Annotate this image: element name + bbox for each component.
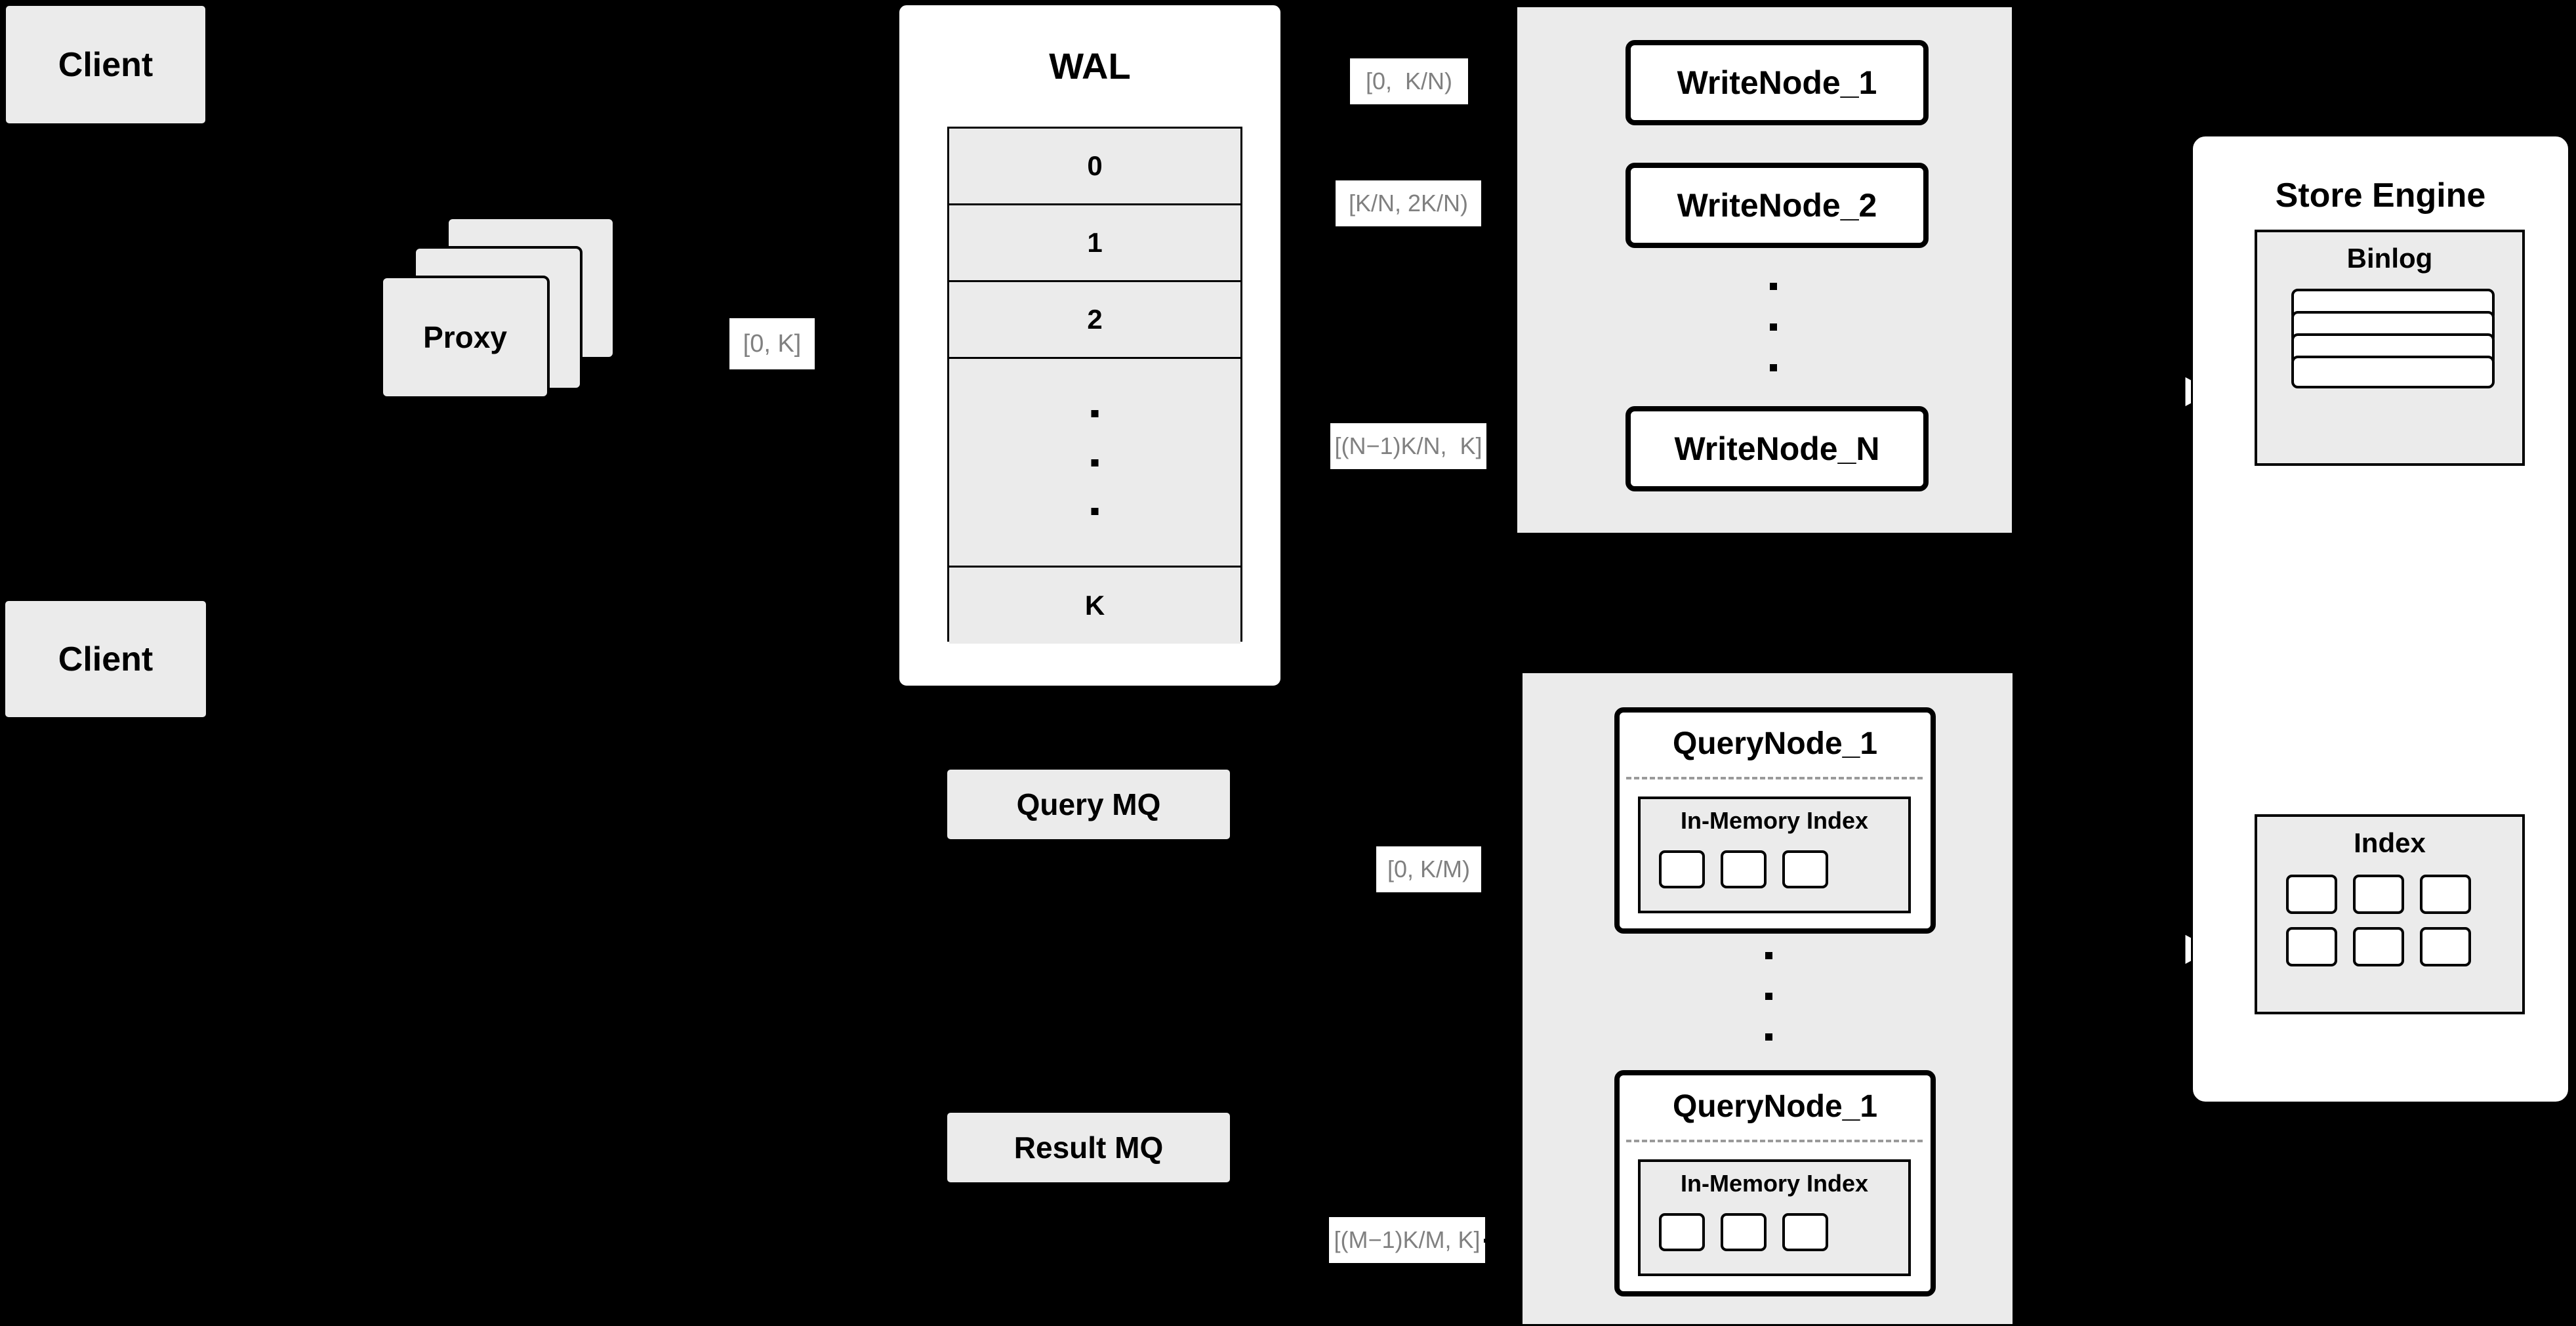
index-shard-cell — [1721, 1213, 1767, 1251]
write-node-1[interactable]: WriteNode_1 — [1625, 40, 1929, 125]
write-node-label: WriteNode_N — [1674, 430, 1880, 467]
proxy-label: Proxy — [423, 320, 507, 354]
index-shard-cell — [1659, 850, 1705, 888]
query-node-label: QueryNode_1 — [1672, 1089, 1878, 1124]
wal-title: WAL — [1049, 45, 1131, 87]
edge-label-text: [0, K/M) — [1387, 856, 1471, 882]
result-mq-label: Result MQ — [1013, 1130, 1164, 1165]
edge-label-proxy-to-wal: [0, K] — [729, 318, 815, 369]
proxy-box[interactable]: Proxy — [380, 276, 550, 399]
index-cell — [2420, 927, 2471, 966]
index-cell — [2286, 927, 2337, 966]
edge-label-wal-to-writenode-2: [K/N, 2K/N) — [1336, 180, 1481, 226]
index-shard-cell — [1782, 850, 1828, 888]
edge-label-text: [0, K/N) — [1365, 68, 1453, 94]
edge-label-text: [K/N, 2K/N) — [1348, 190, 1469, 217]
wal-row-label: 0 — [1087, 150, 1103, 181]
write-node-n[interactable]: WriteNode_N — [1625, 406, 1929, 491]
client-label: Client — [58, 45, 153, 84]
write-node-2[interactable]: WriteNode_2 — [1625, 163, 1929, 248]
in-memory-index-label: In-Memory Index — [1680, 1170, 1869, 1197]
index-box: Index — [2255, 814, 2525, 1014]
index-cell — [2420, 875, 2471, 914]
client-box-1[interactable]: Client — [4, 4, 207, 125]
edge-label-wal-to-writenode-n: [(N−1)K/N, K] — [1330, 423, 1486, 469]
query-node-1[interactable]: QueryNode_1 In-Memory Index — [1614, 707, 1936, 934]
index-cell — [2286, 875, 2337, 914]
write-node-group: WriteNode_1 WriteNode_2 WriteNode_N — [1515, 5, 2014, 535]
in-memory-index-box-1: In-Memory Index — [1638, 797, 1911, 913]
binlog-title: Binlog — [2346, 243, 2433, 274]
query-mq-label: Query MQ — [1016, 787, 1161, 821]
wal-row-ellipsis — [949, 359, 1240, 568]
wal-row-label: K — [1084, 590, 1105, 621]
write-node-label: WriteNode_2 — [1677, 187, 1877, 224]
wal-row: 1 — [949, 205, 1240, 282]
binlog-entry — [2291, 356, 2495, 388]
wal-row-label: 2 — [1087, 304, 1103, 335]
arrow-line-index — [2129, 947, 2188, 951]
query-node-vertical-ellipsis-icon — [1765, 952, 1772, 1041]
edge-label-mq-to-querynode-m: [(M−1)K/M, K] — [1329, 1217, 1485, 1263]
query-node-group: QueryNode_1 In-Memory Index QueryNode_1 … — [1521, 671, 2014, 1326]
index-shard-cell — [1782, 1213, 1828, 1251]
index-cell — [2353, 875, 2404, 914]
write-node-vertical-ellipsis-icon — [1770, 283, 1777, 371]
arrow-line-binlog — [2129, 390, 2188, 393]
client-box-2[interactable]: Client — [3, 599, 208, 719]
store-engine-title: Store Engine — [2275, 176, 2486, 215]
result-mq-box[interactable]: Result MQ — [945, 1111, 1232, 1184]
index-shard-cell — [1659, 1213, 1705, 1251]
edge-label-text: [(M−1)K/M, K] — [1334, 1226, 1481, 1253]
query-node-label: QueryNode_1 — [1672, 726, 1878, 761]
proxy-stack[interactable]: Proxy — [380, 217, 669, 426]
store-engine-panel: Store Engine Binlog Index — [2191, 135, 2570, 1104]
wal-row-label: 1 — [1087, 227, 1103, 258]
query-node-separator — [1626, 1140, 1923, 1142]
binlog-box: Binlog — [2255, 230, 2525, 466]
wal-panel: WAL 0 1 2 K — [897, 3, 1282, 688]
query-node-separator — [1626, 777, 1923, 779]
wal-row: 0 — [949, 129, 1240, 205]
index-cell — [2353, 927, 2404, 966]
query-node-m[interactable]: QueryNode_1 In-Memory Index — [1614, 1070, 1936, 1296]
in-memory-index-label: In-Memory Index — [1680, 807, 1869, 834]
in-memory-index-box-2: In-Memory Index — [1638, 1159, 1911, 1276]
write-node-label: WriteNode_1 — [1677, 64, 1877, 101]
edge-label-text: [(N−1)K/N, K] — [1334, 432, 1482, 459]
wal-table: 0 1 2 K — [947, 127, 1242, 644]
edge-label-text: [0, K] — [743, 329, 802, 358]
wal-row: 2 — [949, 282, 1240, 359]
client-label: Client — [58, 640, 153, 678]
index-title: Index — [2354, 827, 2426, 858]
edge-label-wal-to-writenode-1: [0, K/N) — [1350, 58, 1468, 104]
edge-label-mq-to-querynode-1: [0, K/M) — [1376, 846, 1481, 892]
wal-vertical-ellipsis-icon — [1091, 410, 1099, 515]
wal-row: K — [949, 568, 1240, 644]
query-mq-box[interactable]: Query MQ — [945, 768, 1232, 841]
index-shard-cell — [1721, 850, 1767, 888]
